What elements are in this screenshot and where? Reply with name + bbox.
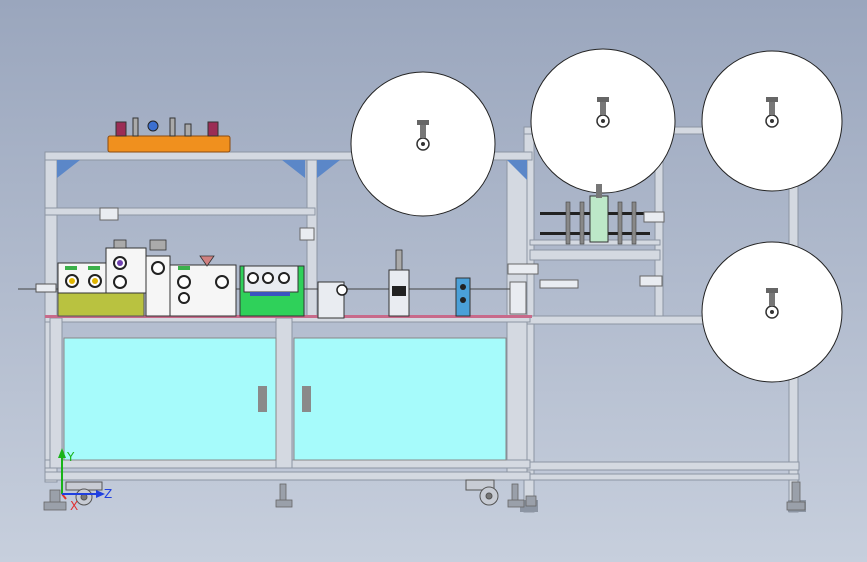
clamp-unit <box>317 281 348 319</box>
coordinate-triad: Y Z X <box>58 448 112 513</box>
roller-station-1 <box>57 262 107 294</box>
roller-station-4 <box>169 255 237 317</box>
material-roll-1 <box>350 71 496 217</box>
material-roll-4 <box>701 241 843 383</box>
cabinet-door-left[interactable] <box>63 337 277 461</box>
material-roll-3 <box>701 50 843 192</box>
tension-guide-unit <box>507 184 665 315</box>
center-cylinder <box>589 195 609 243</box>
upper-shelf-parts <box>99 117 315 241</box>
roller-station-5 <box>239 265 305 317</box>
cabinet-doors <box>63 337 507 461</box>
processing-modules <box>57 239 471 319</box>
press-unit <box>388 249 410 317</box>
orange-plate <box>107 135 231 153</box>
door-handle-right <box>302 386 311 412</box>
olive-block <box>57 291 145 317</box>
material-roll-2 <box>530 48 676 194</box>
leveling-feet <box>43 481 806 511</box>
cabinet-door-right[interactable] <box>293 337 507 461</box>
axis-label-y: Y <box>66 450 75 464</box>
axis-label-z: Z <box>104 487 112 501</box>
roller-station-2 <box>105 239 147 294</box>
sensor-post <box>455 277 471 317</box>
door-handle-left <box>258 386 267 412</box>
roller-station-3 <box>145 239 171 317</box>
axis-label-x: X <box>70 499 78 513</box>
material-rolls <box>350 48 843 383</box>
